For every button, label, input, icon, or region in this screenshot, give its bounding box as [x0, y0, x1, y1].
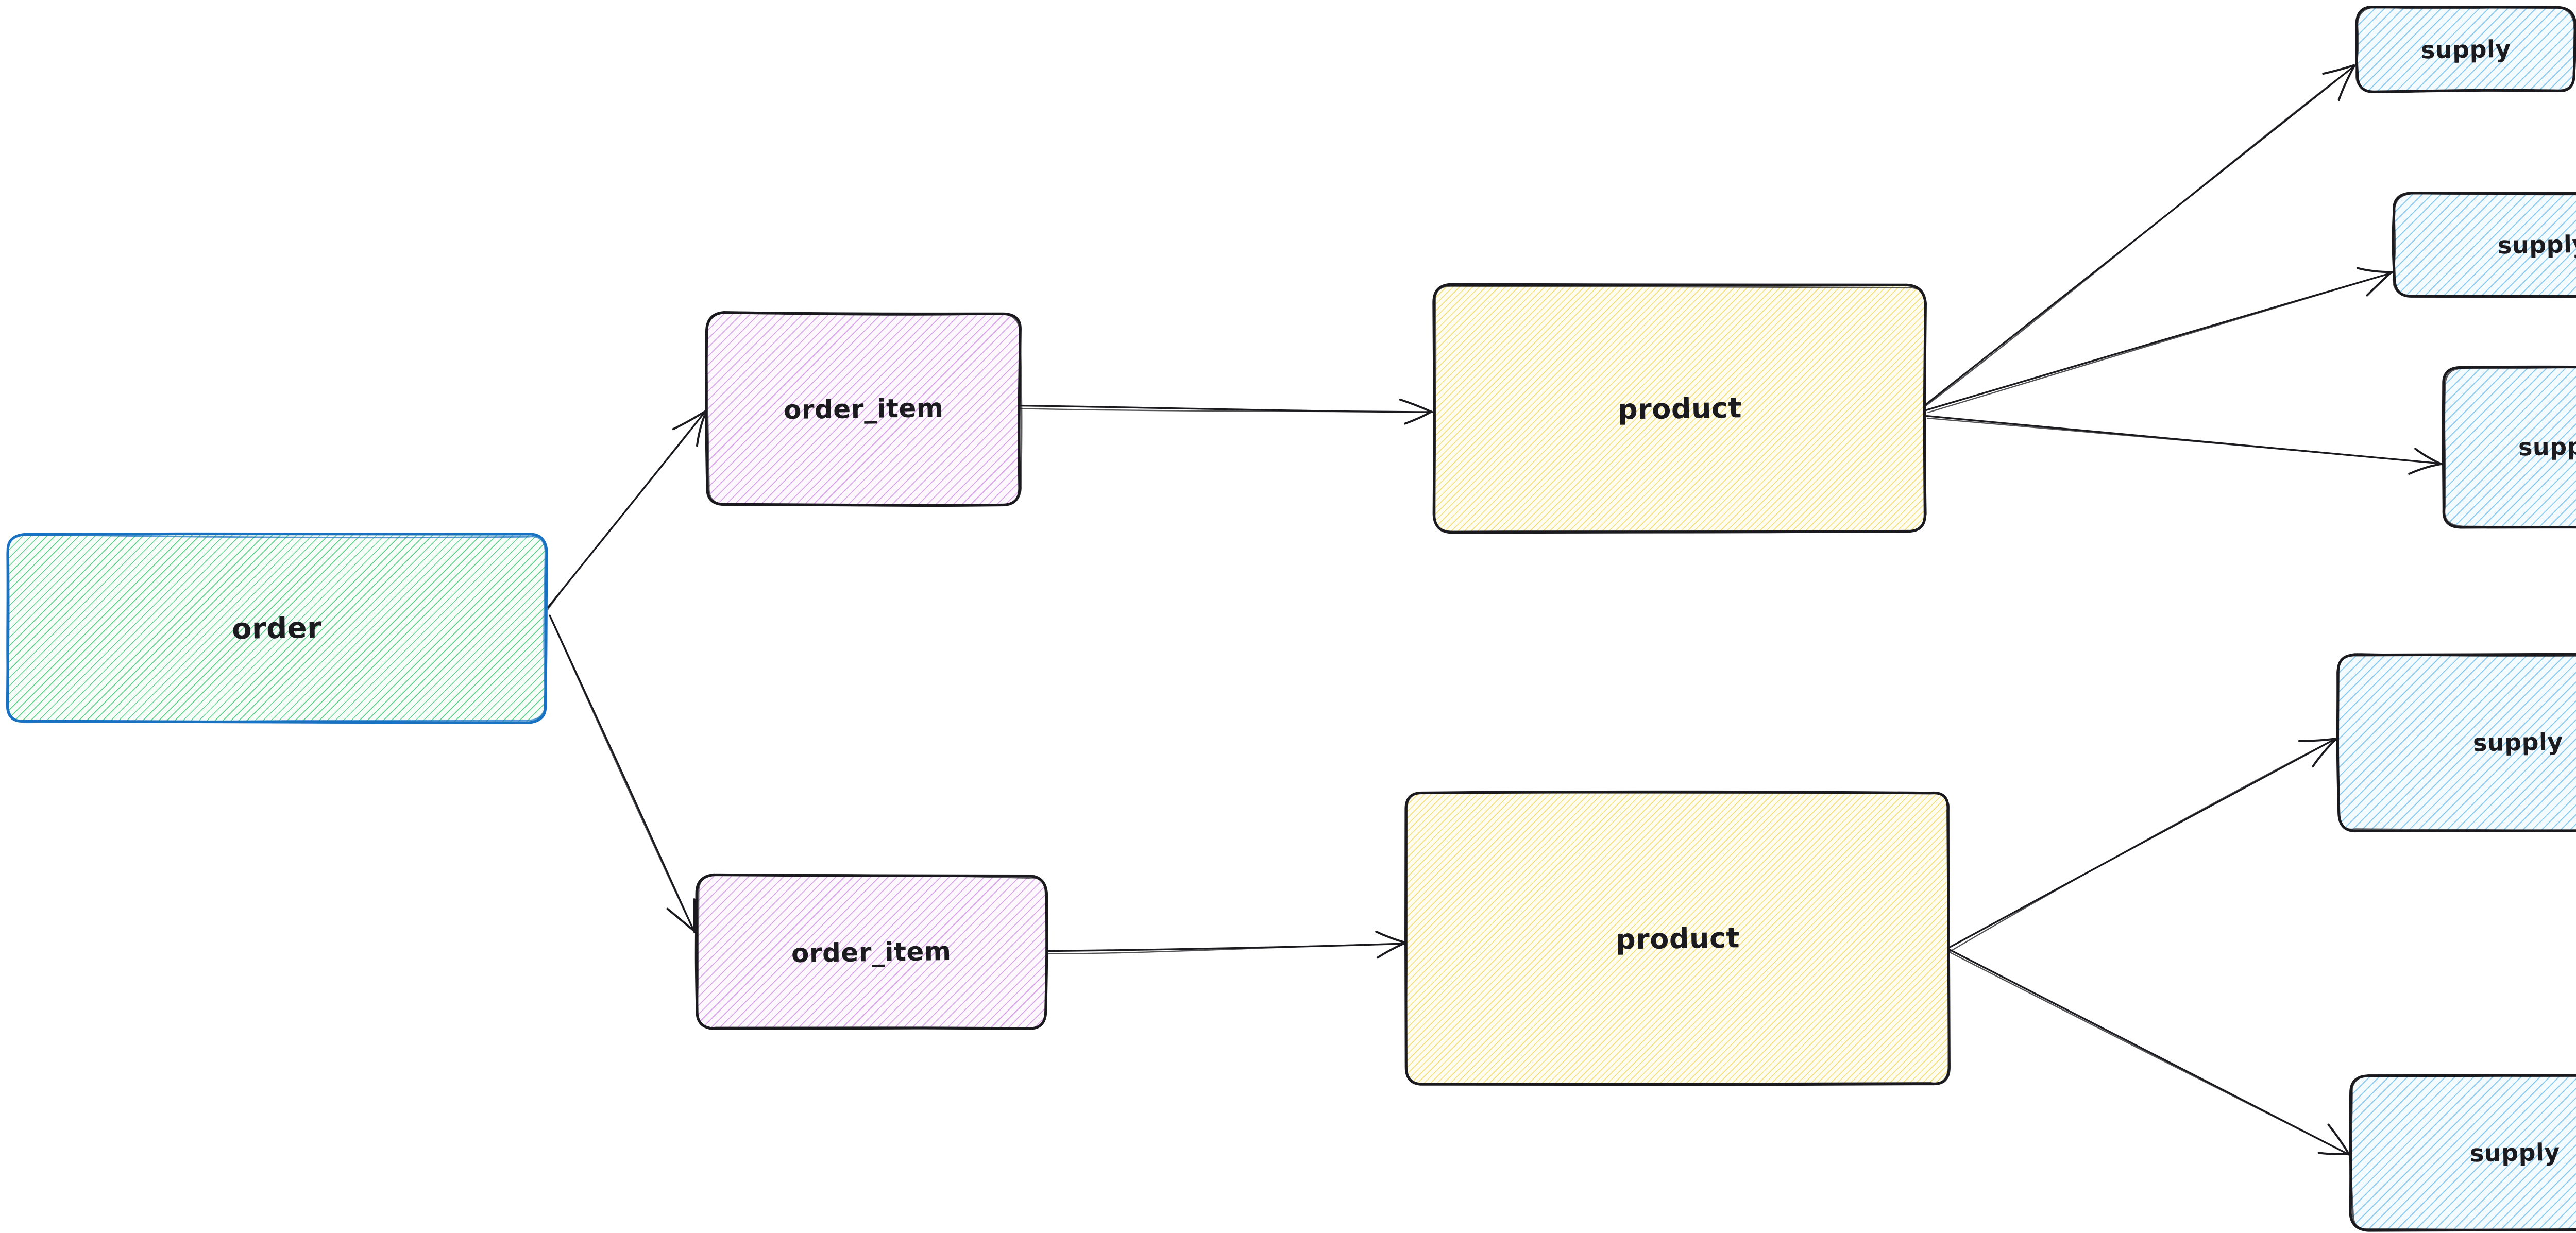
- node-supply-3-label: supply: [2518, 432, 2576, 461]
- node-supply-4-label: supply: [2472, 727, 2563, 757]
- edge-order-to-order_item_top: [547, 410, 707, 610]
- node-supply-3[interactable]: supply: [2442, 365, 2576, 529]
- edge-order-to-order_item_bottom: [549, 614, 696, 933]
- node-supply-1-label: supply: [2420, 35, 2511, 64]
- node-supply-5[interactable]: supply: [2349, 1074, 2576, 1232]
- node-product-bottom[interactable]: product: [1404, 790, 1951, 1086]
- node-product-top[interactable]: product: [1432, 283, 1927, 534]
- edge-product_top-to-supply_1: [1924, 64, 2355, 407]
- node-supply-1[interactable]: supply: [2355, 5, 2576, 93]
- node-order-item-bottom-label: order_item: [791, 936, 952, 969]
- node-order-item-top[interactable]: order_item: [705, 311, 1023, 507]
- node-supply-4[interactable]: supply: [2336, 653, 2576, 833]
- edge-order_item_bottom-to-product_bottom: [1047, 930, 1406, 959]
- node-order-item-top-label: order_item: [783, 392, 944, 425]
- node-product-top-label: product: [1617, 391, 1742, 426]
- node-supply-2[interactable]: supply: [2392, 192, 2576, 298]
- edge-product_top-to-supply_3: [1926, 415, 2443, 475]
- node-supply-5-label: supply: [2469, 1138, 2560, 1168]
- node-supply-2-label: supply: [2497, 230, 2576, 260]
- node-order[interactable]: order: [6, 532, 548, 724]
- edge-product_top-to-supply_2: [1925, 267, 2393, 413]
- node-order-item-bottom[interactable]: order_item: [694, 873, 1048, 1030]
- node-product-bottom-label: product: [1615, 921, 1740, 956]
- edge-order_item_top-to-product_top: [1019, 398, 1433, 425]
- node-order-label: order: [231, 611, 323, 646]
- edge-product_bottom-to-supply_4: [1949, 737, 2338, 952]
- edge-product_bottom-to-supply_5: [1948, 948, 2351, 1157]
